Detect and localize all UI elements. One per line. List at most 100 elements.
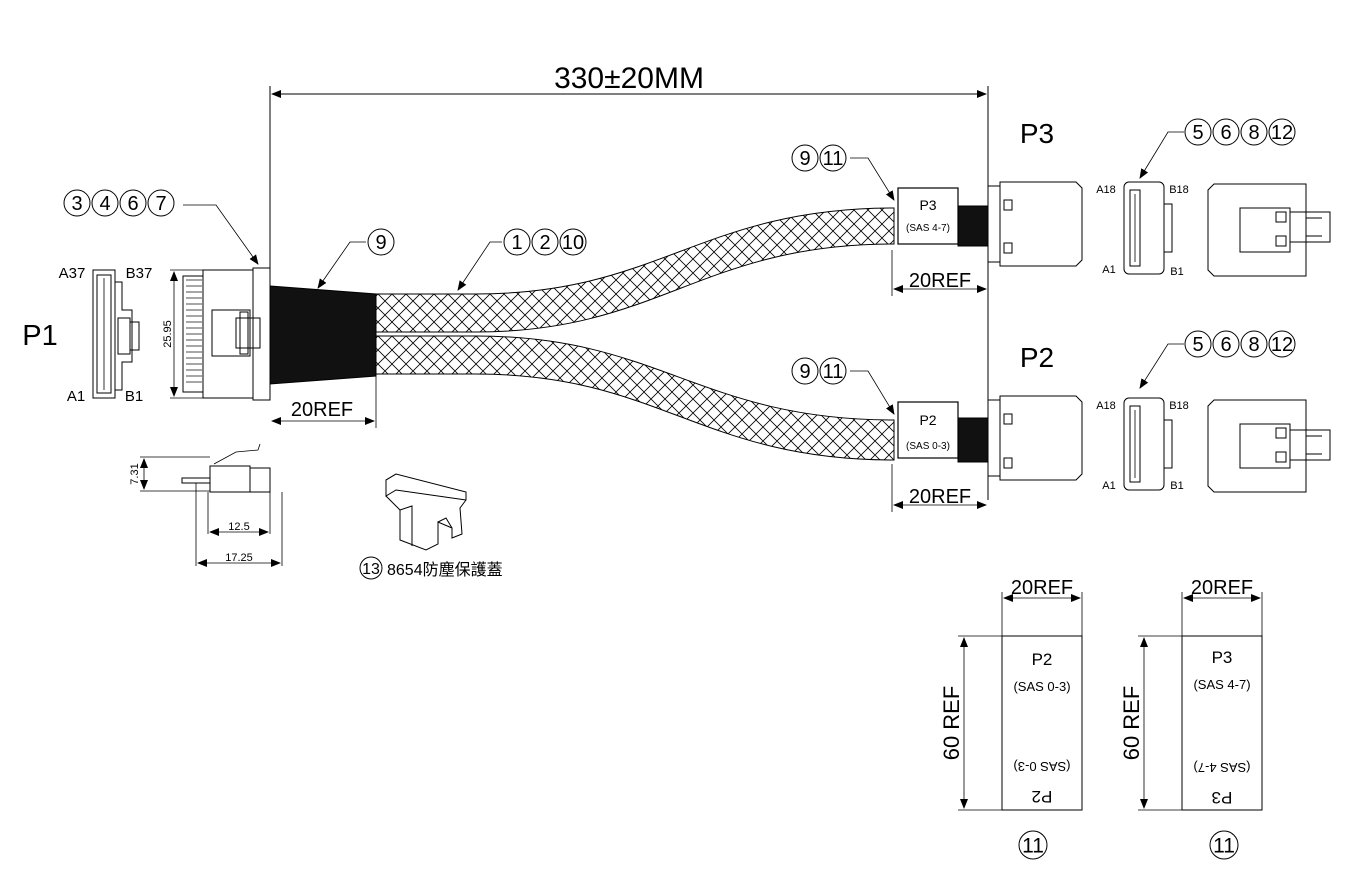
balloon-number: 11: [1213, 835, 1235, 858]
p1-overmold: [269, 285, 377, 385]
p2-tag-label: P2: [919, 412, 936, 428]
p2-tag-sub: (SAS 0-3): [906, 441, 950, 452]
overall-length-label: 330±20MM: [554, 62, 704, 95]
p3-label-ref-width: 20REF: [1191, 577, 1253, 599]
balloon-number: 1: [511, 232, 522, 254]
p3-label-sub: (SAS 4-7): [1193, 677, 1250, 692]
balloon-number: 6: [1220, 334, 1231, 356]
balloon-number: 13: [362, 561, 380, 578]
p2-pin-a1: A1: [1102, 480, 1115, 492]
balloon-number: 4: [99, 193, 110, 215]
balloon-number: 5: [1192, 334, 1203, 356]
p2-branch: P2 (SAS 0-3) 9 11 20REF: [791, 357, 1083, 512]
leader-p3-label: [850, 157, 895, 201]
p2-ref-label: 20REF: [909, 486, 971, 508]
p2-label-ref-height: 60 REF: [939, 686, 964, 761]
leader-sleeve: [317, 241, 366, 289]
p1-connector-body: [182, 267, 271, 401]
balloon-circle: [147, 189, 175, 217]
balloon-circle: [1018, 830, 1048, 860]
p2-label-sub-inverted: (SAS 0-3): [1013, 759, 1070, 774]
dust-cap-illustration: [385, 473, 467, 551]
p2-pin-a18: A18: [1096, 400, 1116, 412]
p3-pin-b1: B1: [1170, 266, 1183, 278]
leader-p3-end: [1139, 131, 1184, 179]
p2-label-title: P2: [1032, 650, 1053, 669]
balloon-number: 5: [1192, 122, 1203, 144]
pin-b37-label: B37: [126, 265, 153, 282]
balloon-circle: [819, 357, 847, 385]
balloon-circle: [359, 556, 383, 580]
leader-p1-parts: [183, 204, 259, 265]
balloon-number: 12: [1271, 334, 1293, 356]
balloon-p3-label-item: 11: [1209, 830, 1239, 860]
leader-p2-end: [1139, 343, 1184, 389]
balloon-number: 11: [823, 361, 844, 383]
leader-cable: [457, 241, 502, 291]
balloon-group-sleeve: 9: [367, 228, 395, 256]
balloon-number: 9: [799, 148, 810, 170]
balloon-circle: [91, 189, 119, 217]
balloon-circle: [1268, 330, 1296, 358]
p3-ref-label: 20REF: [909, 270, 971, 292]
p1-label: P1: [22, 320, 57, 352]
balloon-number: 12: [1271, 122, 1293, 144]
p1-front-view: A37 B37 A1 B1: [59, 265, 153, 405]
p2-label: P2: [1020, 342, 1054, 373]
p2-pin-b18: B18: [1169, 400, 1189, 412]
balloon-number: 9: [799, 361, 810, 383]
p1-height-dimension: 25.95: [162, 269, 250, 399]
balloon-number: 10: [562, 232, 584, 254]
p2-pin-b1: B1: [1170, 480, 1183, 492]
p3-pin-b18: B18: [1169, 184, 1189, 196]
p1-side-view: 7.31 12.5 17.25: [129, 443, 283, 567]
dust-cap-caption: 8654防塵保護蓋: [387, 561, 503, 579]
balloon-number: 6: [1220, 122, 1231, 144]
balloon-circle: [1240, 118, 1268, 146]
p2-label-sub: (SAS 0-3): [1013, 679, 1070, 694]
balloon-number: 6: [127, 193, 138, 215]
pin-b1-label: B1: [125, 388, 143, 405]
p1-ref-dimension: 20REF: [271, 376, 377, 428]
balloon-circle: [1268, 118, 1296, 146]
balloon-circle: [531, 228, 559, 256]
balloon-number: 11: [1022, 835, 1044, 858]
balloon-group-cap: 13: [359, 556, 383, 580]
balloon-circle: [367, 228, 395, 256]
balloon-number: 7: [155, 193, 166, 215]
balloon-circle: [503, 228, 531, 256]
p3-label-title-inverted: P3: [1212, 788, 1233, 807]
balloon-circle: [1240, 330, 1268, 358]
balloon-circle: [63, 189, 91, 217]
p3-label-title: P3: [1212, 648, 1233, 667]
balloon-circle: [1184, 330, 1212, 358]
p1-ref-label: 20REF: [291, 399, 353, 421]
side-w1-label: 12.5: [228, 521, 249, 533]
balloon-number: 3: [71, 193, 82, 215]
balloon-circle: [819, 144, 847, 172]
balloon-circle: [1212, 118, 1240, 146]
leader-p2-label: [850, 370, 895, 415]
p3-label-sub-inverted: (SAS 4-7): [1193, 760, 1250, 775]
pin-a1-label: A1: [67, 388, 85, 405]
side-height-label: 7.31: [129, 463, 141, 484]
balloon-number: 9: [375, 232, 386, 254]
balloon-number: 11: [823, 148, 844, 170]
balloon-circle: [791, 357, 819, 385]
p2-label-title-inverted: P2: [1032, 787, 1053, 806]
balloon-p2-label-item: 11: [1018, 830, 1048, 860]
cable-braided: [375, 207, 895, 461]
p3-label-ref-height: 60 REF: [1119, 686, 1144, 761]
p1-height-label: 25.95: [162, 320, 174, 348]
p3-pin-a18: A18: [1096, 184, 1116, 196]
side-w2-label: 17.25: [225, 552, 253, 564]
balloon-circle: [559, 228, 587, 256]
p3-label-detail: 20REF 60 REF P3 (SAS 4-7) (SAS 4-7) P3: [1119, 577, 1263, 811]
balloon-number: 8: [1248, 334, 1259, 356]
